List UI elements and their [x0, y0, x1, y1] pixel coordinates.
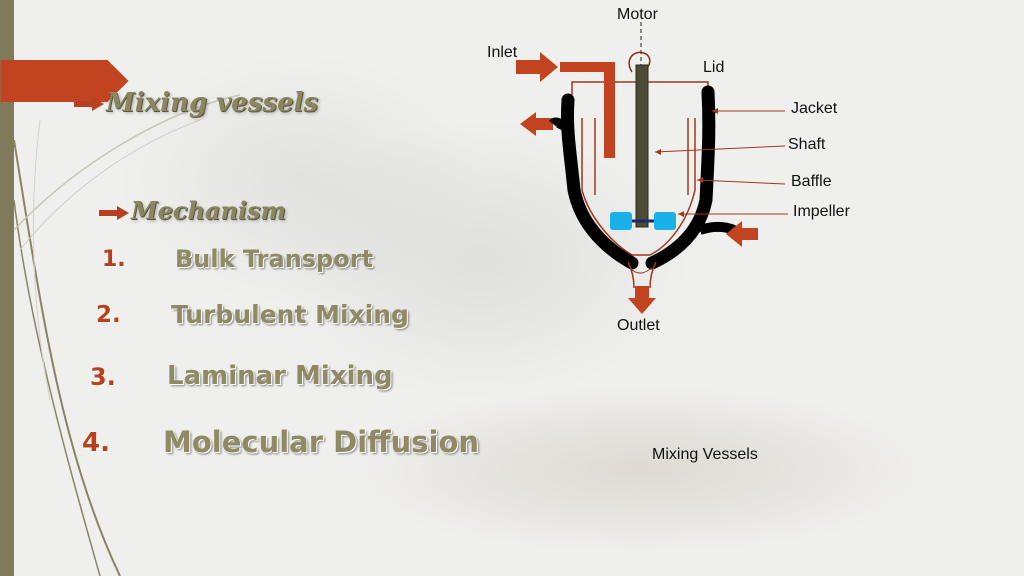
- mixing-vessel-diagram: Motor Inlet Lid Jacket Shaft Baffle Impe…: [487, 6, 851, 334]
- title-ribbon: [0, 60, 129, 102]
- label-motor: Motor: [617, 6, 659, 23]
- decorative-curves: [13, 94, 241, 576]
- label-shaft: Shaft: [788, 136, 826, 153]
- label-outlet: Outlet: [617, 317, 660, 334]
- jacket-inlet-arrow-icon: [726, 221, 758, 247]
- shaft: [635, 64, 649, 228]
- impeller-blade-left: [610, 212, 632, 230]
- subheading-text: Mechanism: [131, 196, 286, 225]
- jacket-right-wall: [645, 85, 716, 270]
- label-jacket: Jacket: [791, 100, 838, 117]
- list-item: Molecular Diffusion: [163, 425, 480, 459]
- arrow-bullet-icon: [99, 205, 129, 220]
- outlet-arrow-icon: [628, 286, 656, 314]
- rotation-arrow-icon: [628, 51, 651, 73]
- label-impeller: Impeller: [793, 203, 851, 220]
- jacket-left-wall: [560, 93, 639, 270]
- subheading: Mechanism: [99, 196, 286, 225]
- inlet-pipe: [560, 62, 615, 158]
- list-item: Turbulent Mixing: [171, 300, 409, 329]
- inlet-arrow-icon: [516, 52, 558, 82]
- left-accent-bar: [0, 0, 14, 576]
- impeller-blade-right: [654, 212, 676, 230]
- list-number: 2.: [96, 302, 121, 328]
- list-number: 1.: [102, 247, 126, 272]
- list-number: 4.: [82, 428, 110, 458]
- label-baffle: Baffle: [791, 173, 832, 190]
- inner-vessel-outline: [581, 118, 696, 256]
- diagram-caption: Mixing Vessels: [652, 446, 758, 463]
- heading-text: Mixing vessels: [106, 88, 319, 118]
- list-number: 3.: [90, 363, 116, 391]
- jacket-outlet-arrow-icon: [520, 112, 553, 136]
- outlet-neck-left: [627, 261, 635, 289]
- outlet-neck-right: [649, 261, 657, 289]
- jacket-right-port: [698, 222, 736, 235]
- list-item: Laminar Mixing: [167, 361, 393, 391]
- label-inlet: Inlet: [487, 44, 518, 61]
- arrow-bullet-icon: [74, 97, 104, 111]
- section-heading: Mixing vessels: [74, 88, 319, 118]
- jacket-left-port: [549, 117, 575, 135]
- label-lid: Lid: [703, 59, 724, 76]
- outlet-flow-line: [631, 267, 653, 274]
- list-item: Bulk Transport: [175, 245, 374, 273]
